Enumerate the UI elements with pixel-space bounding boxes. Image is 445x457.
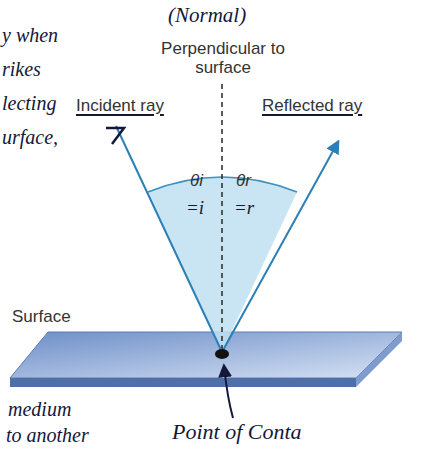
incident-arrowhead — [106, 128, 124, 144]
contact-point — [215, 349, 229, 359]
surface-label: Surface — [12, 308, 71, 327]
angle-note: =i — [186, 198, 204, 219]
contact-pointer — [224, 366, 233, 418]
handwritten-note: to another — [6, 424, 89, 446]
angle-label: θr — [236, 172, 251, 191]
surface-slab — [10, 332, 402, 378]
incident-ray — [116, 126, 222, 352]
angle-note: =r — [234, 198, 254, 219]
handwritten-note: lecting — [2, 92, 56, 114]
ray-label: Reflected ray — [262, 97, 362, 116]
handwritten-note: urface, — [2, 126, 58, 148]
angle-label: θi — [190, 172, 203, 191]
reflected-ray — [222, 142, 338, 352]
handwritten-note: y when — [2, 24, 58, 46]
normal-label: Perpendicular to surface — [152, 40, 294, 77]
handwritten-note: medium — [8, 398, 71, 420]
surface-side — [356, 332, 402, 387]
surface-edge — [10, 378, 356, 387]
ray-label: Incident ray — [76, 97, 164, 116]
handwritten-note: rikes — [2, 58, 41, 80]
contact-note: Point of Conta — [172, 420, 302, 444]
normal-line — [221, 84, 223, 352]
normal-note: (Normal) — [168, 4, 246, 27]
